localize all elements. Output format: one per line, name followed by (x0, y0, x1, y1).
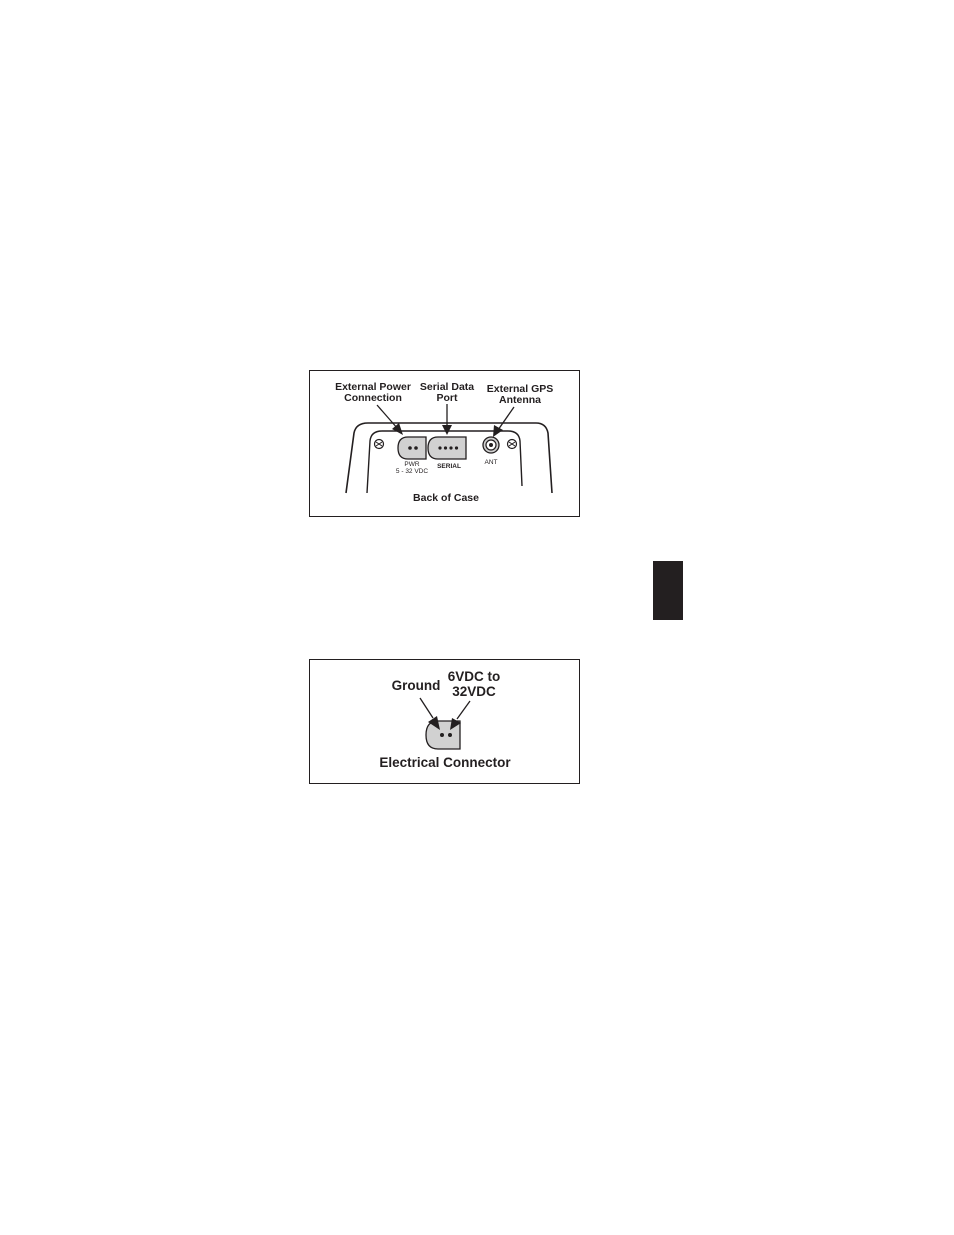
antenna-arrow (493, 406, 515, 437)
external-gps-label-line1: External GPS (486, 383, 554, 395)
antenna-port (482, 436, 500, 454)
electrical-connector-figure: Ground 6VDC to 32VDC Electrical Connecto… (309, 659, 580, 784)
pwr-port-label-line1: PWR (404, 461, 420, 468)
serial-port-label: SERIAL (437, 463, 461, 470)
power-arrow (376, 404, 403, 435)
external-power-label-line1: External Power (335, 381, 411, 393)
serial-port (427, 436, 467, 460)
voltage-label-line2: 32VDC (452, 683, 496, 699)
back-of-case-figure: External Power Connection Serial Data Po… (309, 370, 580, 517)
power-port (397, 436, 427, 460)
voltage-label: 6VDC to 32VDC (439, 669, 509, 699)
external-gps-label-line2: Antenna (499, 394, 541, 407)
external-power-label: External Power Connection (333, 381, 413, 405)
right-screw (506, 438, 518, 450)
chapter-tab (653, 561, 683, 620)
serial-data-label-line1: Serial Data (419, 381, 475, 393)
serial-arrow (442, 404, 452, 435)
pwr-port-label-line2: 5 - 32 VDC (395, 468, 429, 476)
external-power-label-line2: Connection (344, 392, 402, 405)
external-gps-label: External GPS Antenna (482, 383, 558, 407)
ground-arrow (419, 697, 440, 730)
electrical-connector-caption: Electrical Connector (379, 755, 511, 770)
voltage-label-line1: 6VDC to (447, 669, 501, 684)
back-of-case-caption: Back of Case (413, 492, 479, 504)
ant-port-label: ANT (484, 459, 498, 466)
pwr-port-label: PWR 5 - 32 VDC (389, 461, 435, 475)
left-screw (373, 438, 385, 450)
serial-data-label-line2: Port (436, 392, 458, 405)
ground-label: Ground (391, 678, 441, 693)
case-outer-outline (345, 422, 553, 494)
back-of-case-drawing (345, 404, 553, 494)
serial-data-label: Serial Data Port (412, 381, 482, 405)
voltage-arrow (450, 700, 471, 730)
electrical-connector-drawing (419, 697, 471, 750)
